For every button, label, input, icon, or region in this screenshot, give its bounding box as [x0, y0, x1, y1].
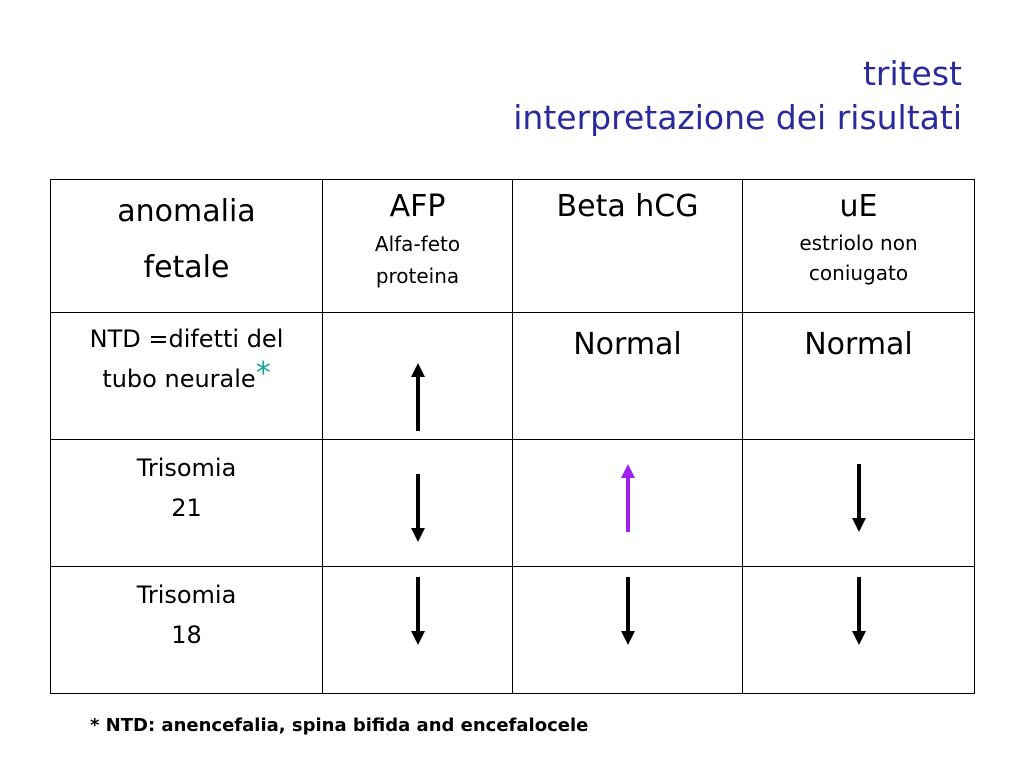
header-anomalia-line1: anomalia — [117, 194, 256, 229]
cell-ue — [742, 566, 975, 694]
cell-afp — [322, 566, 513, 694]
header-afp-sub2: proteina — [375, 264, 460, 288]
table-row: Trisomia 18 — [50, 566, 975, 694]
cell-afp — [322, 312, 513, 440]
arrow-down-icon — [410, 474, 425, 542]
header-cell-afp: AFP Alfa-feto proteina — [322, 179, 513, 313]
header-ue: uE — [839, 189, 878, 224]
row-label-line2: tubo neurale — [102, 365, 256, 393]
arrow-down-icon — [851, 464, 866, 532]
arrow-up-icon — [620, 464, 635, 532]
header-afp-sub1: Alfa-feto — [374, 232, 461, 256]
header-cell-anomalia: anomalia fetale — [50, 179, 323, 313]
row-label-line2: 21 — [171, 494, 202, 522]
cell-hcg — [512, 566, 743, 694]
results-table: anomalia fetale AFP Alfa-feto proteina B… — [50, 179, 975, 694]
header-hcg: Beta hCG — [556, 189, 699, 224]
arrow-up-icon — [410, 363, 425, 431]
table-row: Trisomia 21 — [50, 439, 975, 567]
row-label-cell: NTD =difetti del tubo neurale* — [50, 312, 323, 440]
header-cell-hcg: Beta hCG — [512, 179, 743, 313]
cell-ue — [742, 439, 975, 567]
title-line-2: interpretazione dei risultati — [513, 98, 962, 137]
value-normal: Normal — [573, 327, 682, 362]
header-row: anomalia fetale AFP Alfa-feto proteina B… — [50, 179, 975, 313]
cell-hcg — [512, 439, 743, 567]
header-cell-ue: uE estriolo non coniugato — [742, 179, 975, 313]
footnote: * NTD: anencefalia, spina bifida and enc… — [90, 715, 589, 736]
cell-hcg: Normal — [512, 312, 743, 440]
table-row: NTD =difetti del tubo neurale* Normal No… — [50, 312, 975, 440]
row-label-cell: Trisomia 21 — [50, 439, 323, 567]
row-label-cell: Trisomia 18 — [50, 566, 323, 694]
row-label-line1: NTD =difetti del — [89, 325, 284, 353]
value-normal: Normal — [804, 327, 913, 362]
header-ue-sub2: coniugato — [808, 261, 909, 285]
slide-title: tritest interpretazione dei risultati — [513, 52, 962, 140]
header-ue-sub1: estriolo non — [799, 231, 918, 255]
arrow-down-icon — [620, 577, 635, 645]
title-line-1: tritest — [862, 54, 962, 93]
row-label-line1: Trisomia — [136, 454, 237, 482]
header-anomalia-line2: fetale — [143, 250, 230, 285]
asterisk-marker: * — [255, 356, 271, 391]
cell-afp — [322, 439, 513, 567]
row-label-line1: Trisomia — [136, 581, 237, 609]
arrow-down-icon — [851, 577, 866, 645]
row-label-line2: 18 — [171, 621, 202, 649]
arrow-down-icon — [410, 577, 425, 645]
header-afp: AFP — [389, 189, 446, 224]
cell-ue: Normal — [742, 312, 975, 440]
